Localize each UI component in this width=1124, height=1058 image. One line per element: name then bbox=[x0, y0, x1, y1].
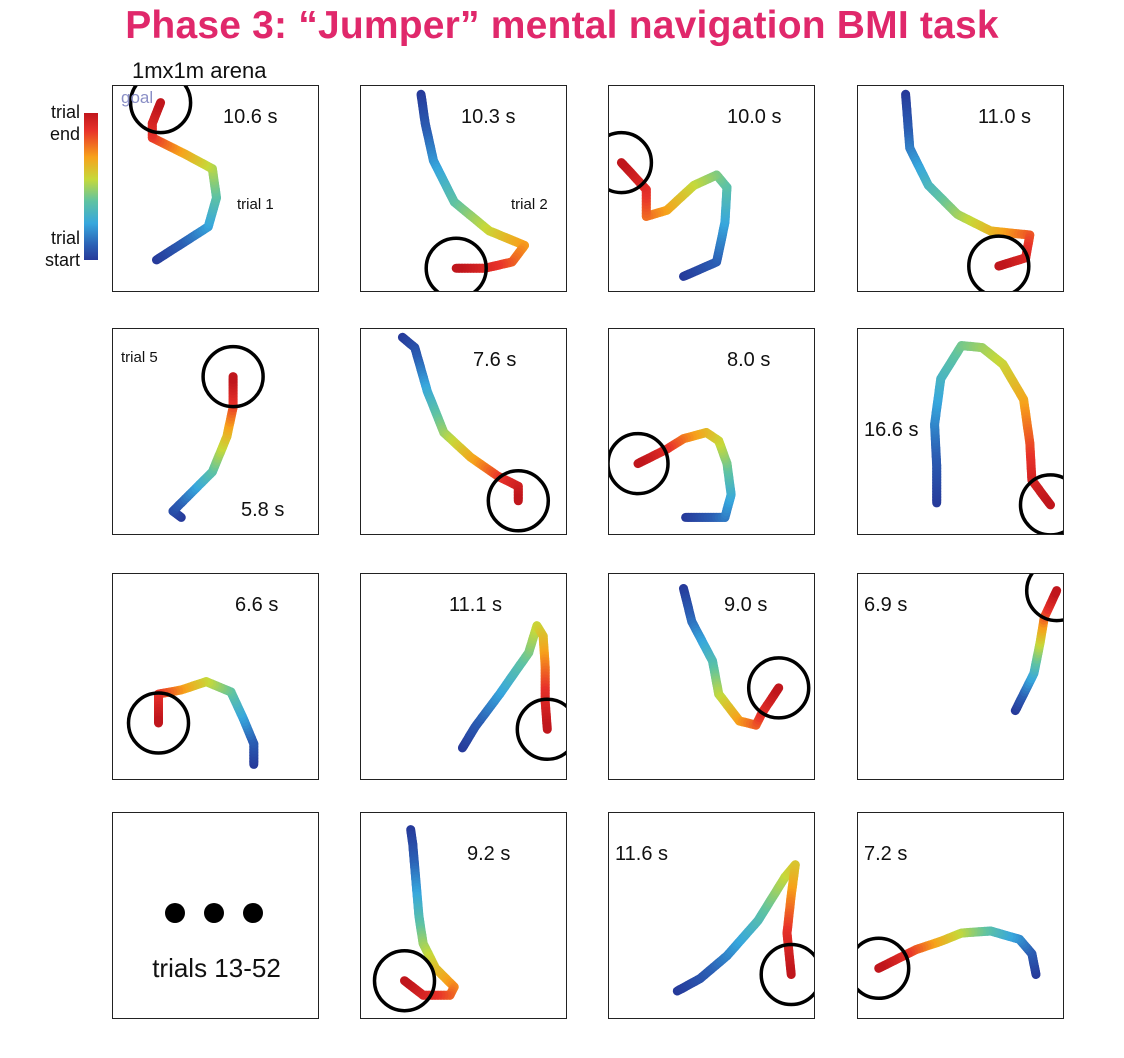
trajectory-plot bbox=[126, 677, 259, 769]
trajectory-plot bbox=[672, 860, 814, 1007]
goal-circle bbox=[746, 656, 811, 720]
trial-duration: 9.0 s bbox=[724, 594, 768, 616]
goal-circle bbox=[858, 936, 911, 1001]
trajectory-plot bbox=[679, 584, 811, 730]
trajectory-plot bbox=[168, 344, 265, 522]
trial-duration: 11.0 s bbox=[978, 106, 1031, 128]
trial-panel: 9.0 s bbox=[608, 573, 815, 780]
ellipsis-dot bbox=[243, 903, 263, 923]
trial-duration: 16.6 s bbox=[864, 419, 919, 441]
trajectory-plot bbox=[416, 89, 529, 291]
goal-circle bbox=[1018, 473, 1063, 534]
trajectory-plot bbox=[457, 621, 566, 762]
trial-duration: 10.0 s bbox=[727, 106, 782, 128]
trajectory-segment bbox=[155, 98, 166, 110]
goal-circle bbox=[126, 691, 191, 755]
trial-panel: 7.6 s bbox=[360, 328, 567, 535]
trial-duration: 9.2 s bbox=[467, 843, 511, 865]
trial-duration: 8.0 s bbox=[727, 349, 771, 371]
trial-panel: 8.0 s bbox=[608, 328, 815, 535]
trajectory-plot bbox=[397, 332, 551, 533]
goal-circle bbox=[486, 469, 551, 533]
trajectory-plot bbox=[609, 428, 736, 522]
trial-number-label: trial 2 bbox=[511, 196, 548, 213]
trajectory-segment bbox=[633, 457, 646, 469]
trajectory-segment bbox=[874, 962, 886, 973]
goal-circle bbox=[372, 948, 437, 1013]
goal-circle bbox=[609, 130, 654, 195]
trial-duration: 6.6 s bbox=[235, 594, 279, 616]
trial-panel: 11.6 s bbox=[608, 812, 815, 1019]
trajectory-plot bbox=[128, 86, 221, 265]
trajectory-segment bbox=[772, 683, 784, 695]
trial-duration: 10.6 s bbox=[223, 106, 278, 128]
trial-panel: 6.9 s bbox=[857, 573, 1064, 780]
goal-circle bbox=[201, 344, 265, 409]
trajectory-segment bbox=[994, 260, 1006, 271]
trial-panel: 16.6 s bbox=[857, 328, 1064, 535]
trial-duration: 10.3 s bbox=[461, 106, 516, 128]
goal-circle bbox=[609, 431, 670, 496]
ellipsis-dot bbox=[165, 903, 185, 923]
trial-duration: 6.9 s bbox=[864, 594, 908, 616]
trial-panel: 7.2 s bbox=[857, 812, 1064, 1019]
arena-size-label: 1mx1m arena bbox=[132, 58, 267, 83]
remaining-trials-label: trials 13-52 bbox=[152, 953, 281, 983]
trial-panel: 11.1 s bbox=[360, 573, 567, 780]
goal-circle bbox=[759, 942, 814, 1007]
trial-duration: 7.6 s bbox=[473, 349, 517, 371]
trial-panel: 10.3 s trial 2 bbox=[360, 85, 567, 292]
trial-number-label: trial 5 bbox=[121, 349, 158, 366]
trial-panel: 5.8 s trial 5 bbox=[112, 328, 319, 535]
goal-circle bbox=[424, 236, 488, 291]
trial-duration: 7.2 s bbox=[864, 843, 908, 865]
trajectory-plot bbox=[858, 926, 1041, 1001]
trajectory-segment bbox=[616, 158, 628, 170]
colorbar bbox=[84, 113, 98, 260]
trial-panel: 9.2 s bbox=[360, 812, 567, 1019]
goal-circle bbox=[515, 697, 566, 762]
trajectory-segment bbox=[400, 976, 412, 987]
colorbar-start-label: trial start bbox=[44, 228, 80, 270]
ellipsis-dot bbox=[204, 903, 224, 923]
trajectory-plot bbox=[1010, 574, 1063, 716]
goal-circle bbox=[128, 86, 193, 135]
trial-panel: 10.0 s bbox=[608, 85, 815, 292]
trial-duration: 11.6 s bbox=[615, 843, 668, 865]
colorbar-end-label: trial end bbox=[49, 102, 80, 144]
trajectory-plot bbox=[930, 341, 1063, 534]
trial-number-label: trial 1 bbox=[237, 196, 274, 213]
goal-label: goal bbox=[121, 88, 154, 107]
trajectory-plot bbox=[609, 130, 732, 281]
goal-circle bbox=[1024, 574, 1063, 623]
trajectory-segment bbox=[1051, 586, 1062, 598]
trial-panel: 6.6 s bbox=[112, 573, 319, 780]
trial-panel: trials 13-52 bbox=[112, 812, 319, 1019]
trajectory-segment bbox=[1044, 498, 1055, 510]
trial-panel: 11.0 s bbox=[857, 85, 1064, 292]
trial-panel: 10.6 s trial 1 goal bbox=[112, 85, 319, 292]
trial-duration: 5.8 s bbox=[241, 499, 285, 521]
goal-circle bbox=[967, 234, 1031, 291]
page-title: Phase 3: “Jumper” mental navigation BMI … bbox=[125, 4, 999, 47]
ellipsis-dots bbox=[165, 903, 263, 923]
trial-duration: 11.1 s bbox=[449, 594, 502, 616]
trajectory-plot bbox=[372, 825, 459, 1013]
trajectory-plot bbox=[901, 89, 1035, 291]
